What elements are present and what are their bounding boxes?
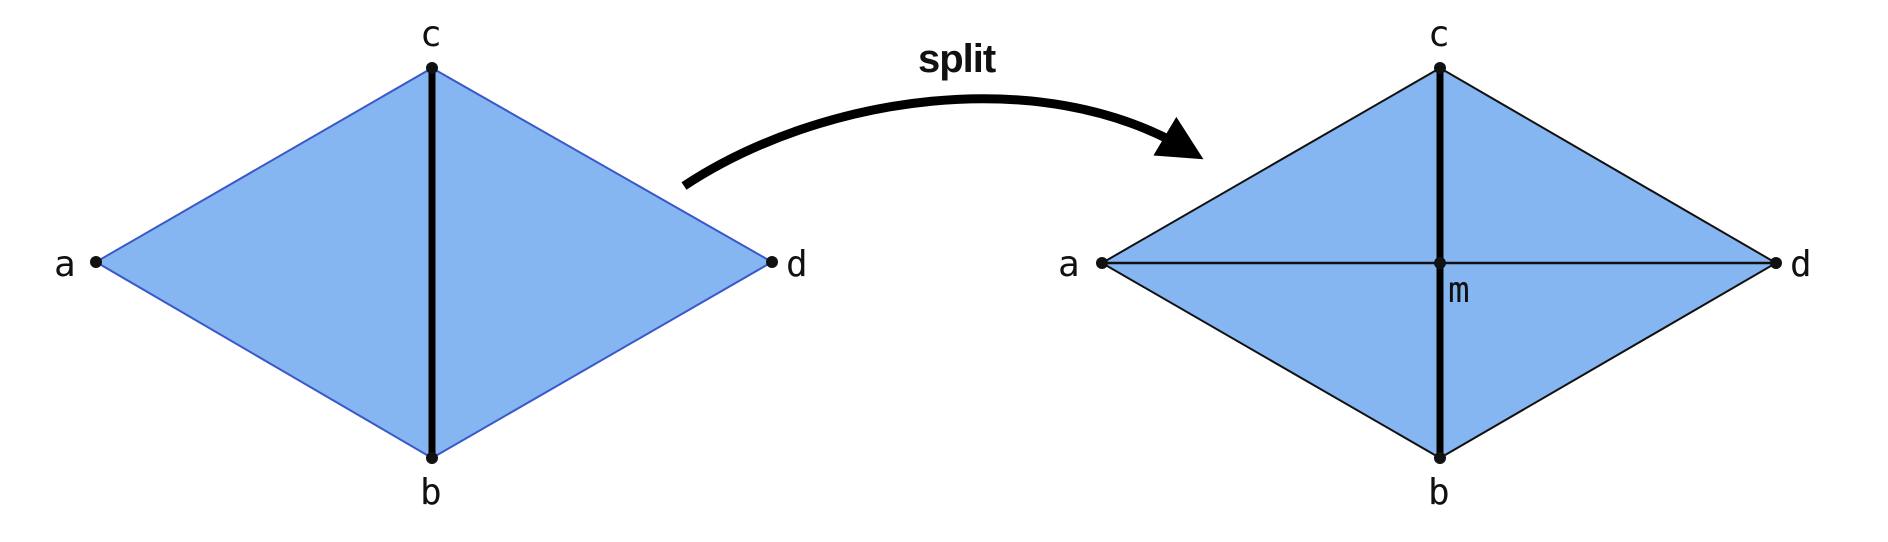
- vertex-m: [1434, 257, 1446, 269]
- triangle-cdb: [431, 66, 775, 460]
- vertex-c: [426, 62, 438, 74]
- curved-arrow-icon: [681, 94, 1204, 190]
- operation-label: split: [918, 37, 996, 81]
- vertex-a: [1096, 257, 1108, 269]
- vertex-a: [90, 256, 102, 268]
- triangle-acb: [94, 66, 433, 460]
- vertex-d: [766, 256, 778, 268]
- vertex-d: [1770, 257, 1782, 269]
- mesh-before: a b c d: [54, 14, 808, 513]
- vertex-c: [1434, 62, 1446, 74]
- triangle-acm: [1098, 66, 1441, 264]
- vertex-label-a: a: [1058, 244, 1080, 285]
- vertex-label-c: c: [420, 14, 442, 55]
- vertex-label-m: m: [1448, 270, 1470, 311]
- vertex-label-b: b: [1428, 472, 1450, 513]
- vertex-label-d: d: [1790, 244, 1812, 285]
- vertex-label-c: c: [1428, 14, 1450, 55]
- vertex-label-d: d: [786, 244, 808, 285]
- mesh-after: a b c d m: [1058, 14, 1812, 513]
- triangle-mdb: [1439, 262, 1780, 460]
- vertex-b: [426, 452, 438, 464]
- triangle-amb: [1098, 262, 1441, 460]
- triangle-cdm: [1439, 66, 1780, 264]
- split-operation: split: [681, 37, 1204, 190]
- vertex-label-a: a: [54, 244, 76, 285]
- vertex-label-b: b: [420, 472, 442, 513]
- vertex-b: [1434, 452, 1446, 464]
